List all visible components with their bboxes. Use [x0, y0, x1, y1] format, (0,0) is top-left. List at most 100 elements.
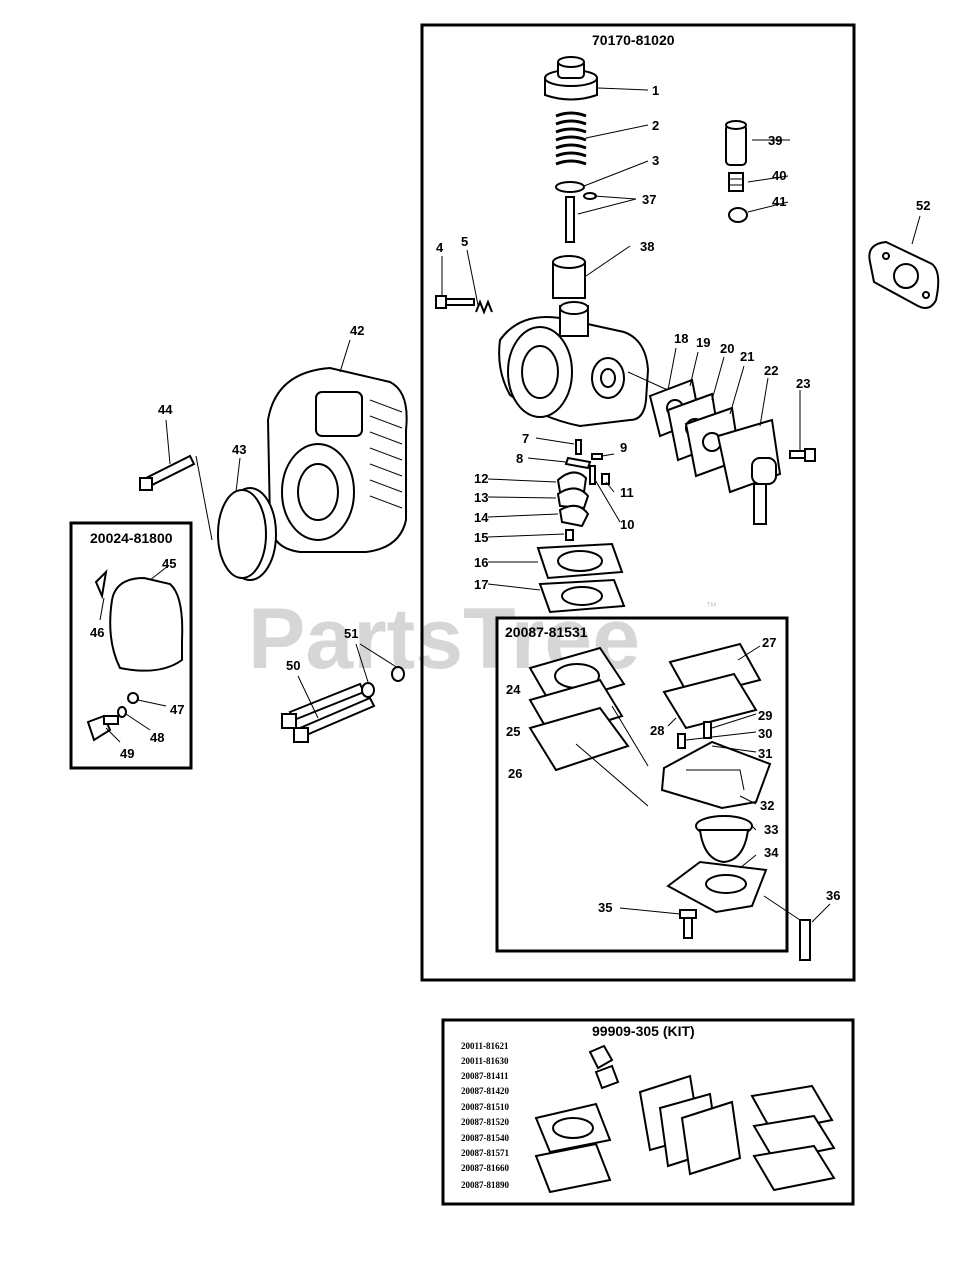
callout-19: 19	[696, 335, 710, 350]
callout-10: 10	[620, 517, 634, 532]
callout-2: 2	[652, 118, 659, 133]
part-32-cover	[660, 740, 772, 810]
callout-44: 44	[158, 402, 173, 417]
part-7-pin	[575, 439, 582, 455]
part-22-pump-cover	[716, 418, 782, 525]
part-38-sleeve	[552, 255, 586, 299]
callout-43: 43	[232, 442, 246, 457]
part-33-primer-bulb	[695, 815, 753, 864]
part-44-screw	[139, 454, 196, 491]
callout-9: 9	[620, 440, 627, 455]
kit-part-number-list: 20011-81621 20011-81630 20087-81411 20087-8…	[461, 1041, 509, 1190]
part-10-needle	[589, 465, 596, 485]
part-16-gasket	[536, 542, 624, 580]
part-40-fitting	[728, 172, 744, 192]
callout-15: 15	[474, 530, 488, 545]
callout-16: 16	[474, 555, 488, 570]
part-14-plate	[558, 504, 590, 528]
kit-part-number: 20087-81420	[461, 1086, 509, 1096]
part-2-spring	[555, 111, 587, 166]
carburetor-body	[498, 301, 673, 428]
callout-24: 24	[506, 682, 521, 697]
callout-28: 28	[650, 723, 664, 738]
kit-part-number: 20011-81621	[461, 1041, 509, 1051]
callout-12: 12	[474, 471, 488, 486]
part-34-retainer	[666, 860, 768, 914]
callout-52: 52	[916, 198, 930, 213]
carburetor-assembly-number: 70170-81020	[592, 32, 675, 48]
callout-23: 23	[796, 376, 810, 391]
kit-part-number: 20087-81520	[461, 1117, 509, 1127]
callout-5: 5	[461, 234, 468, 249]
part-46-tab	[94, 569, 108, 600]
kit-title: 99909-305 (KIT)	[592, 1023, 695, 1039]
callout-38: 38	[640, 239, 654, 254]
callout-27: 27	[762, 635, 776, 650]
part-41-nut	[728, 207, 748, 223]
part-51-washers	[361, 666, 405, 698]
callout-31: 31	[758, 746, 772, 761]
callout-51: 51	[344, 626, 358, 641]
callout-41: 41	[772, 194, 786, 209]
callout-50: 50	[286, 658, 300, 673]
part-47-washer	[127, 692, 139, 704]
part-35-screw	[679, 909, 697, 939]
callout-30: 30	[758, 726, 772, 741]
part-30-pin	[677, 733, 686, 749]
callout-29: 29	[758, 708, 772, 723]
leader-lines	[99, 87, 921, 923]
part-43-filter-element	[217, 487, 277, 581]
callout-34: 34	[764, 845, 779, 860]
callout-17: 17	[474, 577, 488, 592]
carburetor-assembly-box	[420, 23, 856, 982]
part-13-plate	[556, 487, 590, 510]
part-8-lever	[564, 456, 592, 470]
part-45-filter-cover	[109, 576, 184, 672]
callout-4: 4	[436, 240, 444, 255]
part-1-cap	[544, 56, 598, 101]
kit-part-number: 20087-81571	[461, 1148, 509, 1158]
part-11-screw	[601, 473, 610, 485]
callout-25: 25	[506, 724, 520, 739]
part-36-screw	[799, 919, 811, 961]
part-48-washer	[117, 706, 127, 718]
part-24-gasket	[528, 646, 626, 708]
callout-36: 36	[826, 888, 840, 903]
callout-21: 21	[740, 349, 754, 364]
part-42-air-box	[266, 366, 408, 553]
callout-7: 7	[522, 431, 529, 446]
watermark-trademark: ™	[706, 601, 717, 613]
kit-part-number: 20087-81510	[461, 1102, 509, 1112]
part-17-diaphragm	[538, 578, 626, 614]
callout-26: 26	[508, 766, 522, 781]
repair-kit-assembly-box	[495, 616, 789, 953]
part-28-diaphragm	[662, 672, 758, 730]
air-filter-assembly-box	[69, 521, 193, 770]
part-5-spring	[475, 299, 493, 315]
callout-42: 42	[350, 323, 364, 338]
callout-1: 1	[652, 83, 659, 98]
callout-37: 37	[642, 192, 656, 207]
callout-35: 35	[598, 900, 612, 915]
callout-22: 22	[764, 363, 778, 378]
callout-49: 49	[120, 746, 134, 761]
callout-45: 45	[162, 556, 176, 571]
callout-48: 48	[150, 730, 164, 745]
kit-part-number: 20087-81660	[461, 1163, 509, 1173]
kit-part-number: 20087-81411	[461, 1071, 509, 1081]
callout-33: 33	[764, 822, 778, 837]
callout-14: 14	[474, 510, 489, 525]
part-50-bolts	[281, 682, 376, 743]
kit-illustrations	[534, 1044, 836, 1194]
callout-39: 39	[768, 133, 782, 148]
callout-47: 47	[170, 702, 184, 717]
kit-part-number: 20011-81630	[461, 1056, 509, 1066]
part-26-plate	[528, 706, 630, 772]
callout-11: 11	[620, 485, 634, 500]
part-37-pin	[565, 192, 597, 243]
part-4-screw	[435, 295, 475, 309]
callout-46: 46	[90, 625, 104, 640]
part-12-plate	[556, 471, 588, 493]
